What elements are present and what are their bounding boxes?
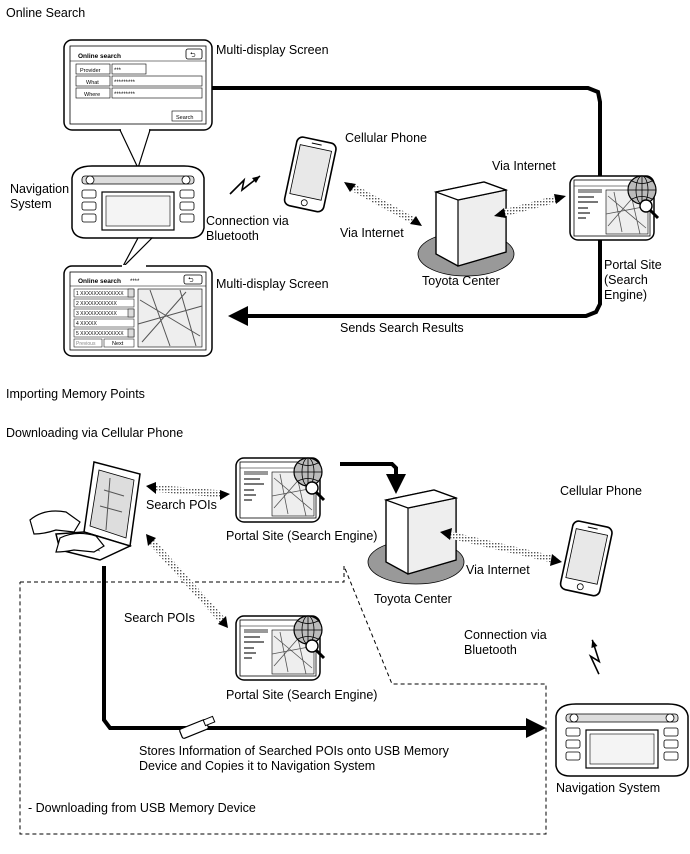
results-list	[73, 288, 135, 338]
what-value: *********	[114, 80, 136, 86]
internet-link-center-portal	[499, 194, 561, 218]
search-pois-link-top	[151, 484, 223, 498]
cellular-phone-label: Cellular Phone	[345, 131, 427, 145]
multi-display-screen-search	[63, 39, 213, 170]
multi-display-screen-label-top: Multi-display Screen	[216, 43, 329, 57]
wireless-link-phone-center	[348, 182, 418, 226]
what-field[interactable]	[111, 75, 203, 87]
results-screen-title: Online search	[78, 278, 121, 285]
result-item: 4 XXXXX	[76, 321, 98, 327]
upload-arrow	[340, 462, 406, 494]
search-pois-link-bottom	[147, 537, 225, 623]
via-internet-label-left: Via Internet	[340, 226, 404, 240]
via-internet-label-2: Via Internet	[466, 563, 530, 577]
back-button[interactable]	[185, 48, 203, 60]
toyota-center-building-icon	[417, 181, 515, 277]
cellular-phone-icon	[282, 135, 338, 214]
bluetooth-signal-icon-2	[581, 639, 610, 675]
portal-site-icon-bottom	[234, 614, 326, 682]
portal-site-label-top: Portal Site (Search Engine)	[226, 529, 378, 543]
usb-download-note: - Downloading from USB Memory Device	[28, 801, 256, 815]
previous-button[interactable]	[73, 338, 103, 348]
connection-bluetooth-label-2-line1: Connection via	[464, 628, 547, 642]
via-internet-label-right: Via Internet	[492, 159, 556, 173]
back-icon: ⮌	[190, 51, 196, 59]
connection-bluetooth-label-2-line2: Bluetooth	[464, 643, 517, 657]
multi-display-screen-results	[63, 237, 213, 357]
cellular-phone-label-2: Cellular Phone	[560, 484, 642, 498]
result-item: 3 XXXXXXXXXXX	[76, 311, 118, 317]
connection-bluetooth-line1: Connection via	[206, 214, 289, 228]
section-title-online-search: Online Search	[6, 6, 86, 20]
results-back-icon: ⮌	[188, 276, 194, 284]
navigation-system-label-2: Navigation System	[556, 781, 661, 795]
hands-icon	[29, 510, 105, 553]
sub-title-downloading-cellular: Downloading via Cellular Phone	[6, 426, 184, 440]
stores-info-label-line1: Stores Information of Searched POIs onto…	[139, 744, 449, 758]
toyota-center-label-2: Toyota Center	[374, 592, 452, 606]
laptop-computer-icon	[55, 461, 141, 561]
search-button[interactable]	[171, 110, 203, 122]
result-item: 1 XXXXXXXXXXXXX	[76, 291, 124, 297]
portal-site-label-line1: Portal Site	[604, 258, 662, 272]
search-pois-label-top: Search POIs	[146, 498, 217, 512]
portal-site-icon-top	[234, 456, 326, 524]
next-button[interactable]	[103, 338, 135, 348]
where-field[interactable]	[111, 87, 203, 99]
route-line-results	[228, 240, 602, 326]
route-line-to-portal	[212, 86, 602, 176]
navigation-system-head-unit	[71, 165, 205, 239]
search-button-label: Search	[176, 115, 193, 121]
portal-site-label-line2: (Search	[604, 273, 648, 287]
result-item: 5 XXXXXXXXXXXXX	[76, 331, 124, 337]
results-back-button[interactable]	[183, 274, 203, 285]
usb-transfer-arrow	[102, 566, 546, 738]
provider-field[interactable]	[111, 63, 147, 75]
results-screen-subtitle: ****	[130, 279, 140, 285]
stores-info-label-line2: Device and Copies it to Navigation Syste…	[139, 759, 376, 773]
search-pois-label-bottom: Search POIs	[124, 611, 195, 625]
portal-site-icon	[568, 174, 660, 242]
portal-site-label-bottom: Portal Site (Search Engine)	[226, 688, 378, 702]
previous-label: Previous	[76, 341, 96, 347]
connection-bluetooth-line2: Bluetooth	[206, 229, 259, 243]
search-screen-title: Online search	[78, 53, 121, 60]
toyota-center-label: Toyota Center	[422, 274, 500, 288]
navigation-system-label-line2: System	[10, 197, 52, 211]
portal-site-label-line3: Engine)	[604, 288, 648, 302]
cellular-phone-icon-2	[558, 519, 614, 598]
provider-label: Provider	[80, 68, 101, 74]
navigation-system-head-unit-2	[555, 703, 689, 777]
usb-memory-icon	[179, 715, 216, 739]
result-item: 2 XXXXXXXXXXX	[76, 301, 118, 307]
where-value: *********	[114, 92, 136, 98]
what-label: What	[86, 80, 99, 86]
internet-link-center-phone	[445, 530, 557, 564]
bluetooth-signal-icon	[229, 175, 261, 195]
section-title-importing: Importing Memory Points	[6, 387, 145, 401]
navigation-system-label-line1: Navigation	[10, 182, 70, 196]
where-label: Where	[84, 92, 100, 98]
multi-display-screen-label-bottom: Multi-display Screen	[216, 277, 329, 291]
sends-search-results-label: Sends Search Results	[340, 321, 464, 335]
provider-value: ***	[114, 68, 122, 74]
next-label: Next	[112, 341, 124, 347]
